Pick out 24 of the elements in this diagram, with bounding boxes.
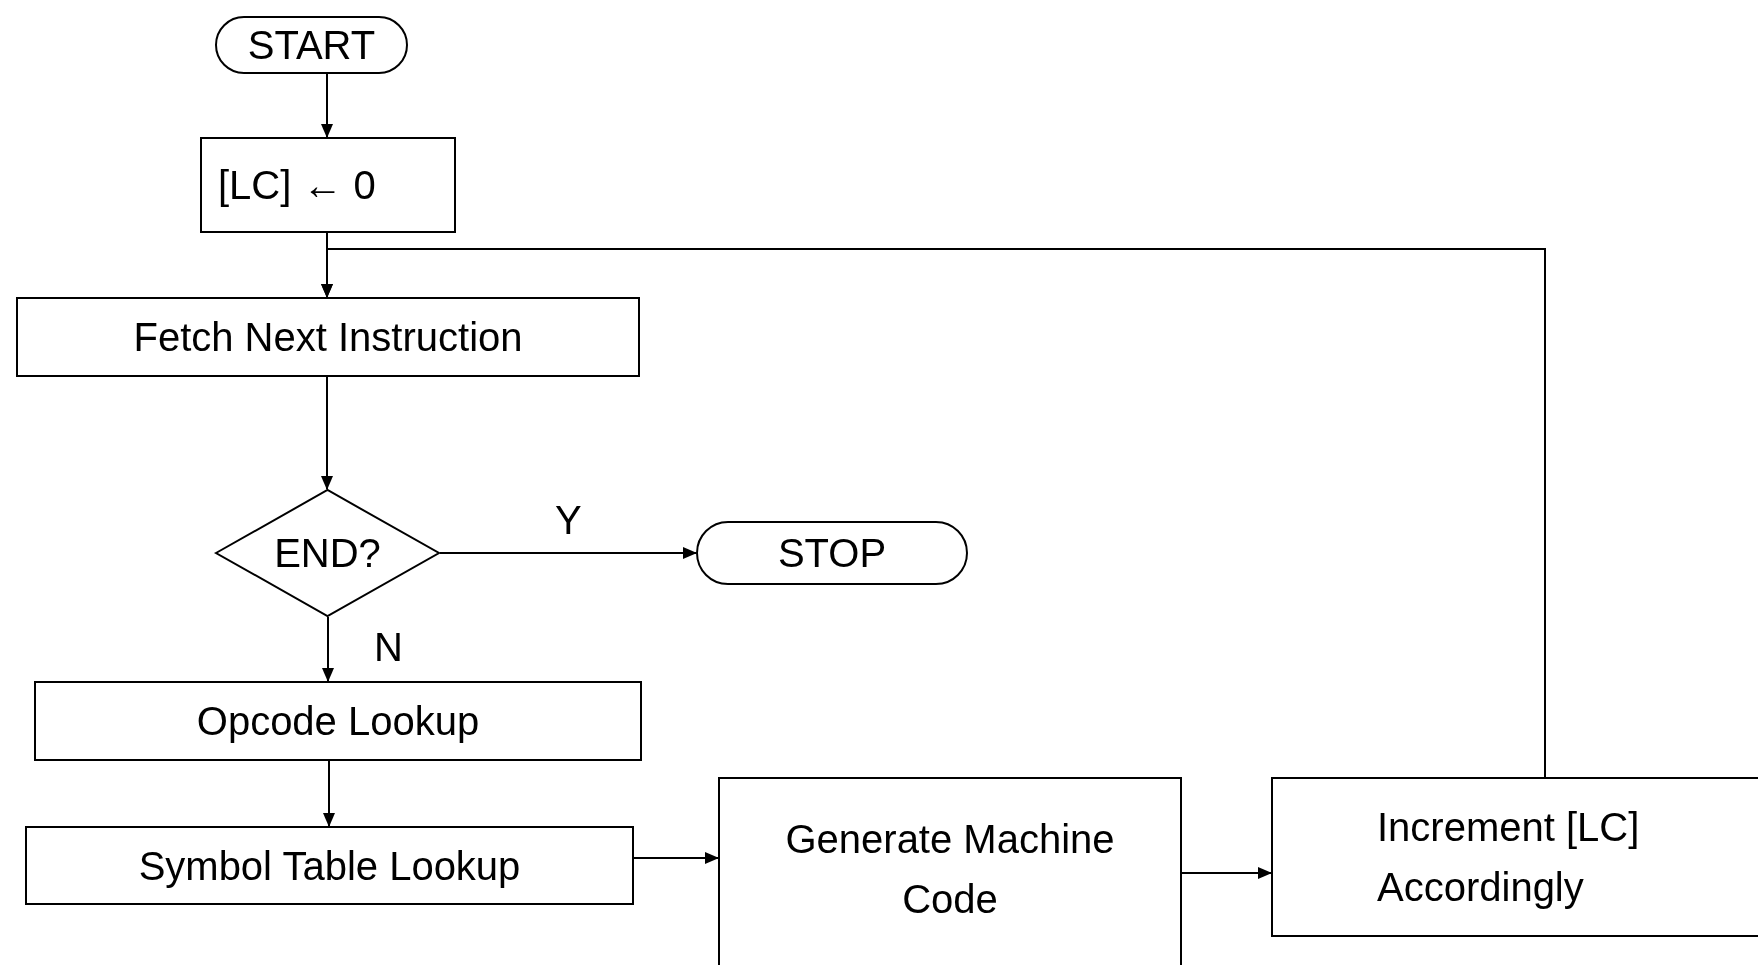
arrow bbox=[323, 760, 335, 827]
process-box bbox=[34, 681, 642, 761]
node-label: Generate Machine Code bbox=[784, 816, 1116, 923]
process-box bbox=[200, 137, 456, 233]
arrow bbox=[633, 852, 719, 864]
process-box bbox=[718, 777, 1182, 965]
arrow bbox=[321, 376, 333, 490]
node-label: START bbox=[247, 22, 376, 69]
process-box bbox=[25, 826, 634, 905]
arrow bbox=[439, 547, 697, 559]
node-label: END? bbox=[274, 530, 381, 577]
process-box bbox=[16, 297, 640, 377]
arrow bbox=[321, 73, 333, 138]
node-label: [LC] ← 0 bbox=[218, 162, 376, 209]
arrow bbox=[322, 616, 334, 682]
node-label: Symbol Table Lookup bbox=[138, 842, 521, 890]
node-label: STOP bbox=[777, 530, 887, 577]
process-box bbox=[1271, 777, 1758, 937]
arrow bbox=[321, 248, 1546, 778]
arrow bbox=[1181, 867, 1272, 879]
node-label: Opcode Lookup bbox=[196, 698, 480, 745]
node-label: Increment [LC] Accordingly bbox=[1377, 804, 1641, 911]
decision-diamond bbox=[215, 489, 440, 617]
node-label: Fetch Next Instruction bbox=[133, 314, 523, 361]
